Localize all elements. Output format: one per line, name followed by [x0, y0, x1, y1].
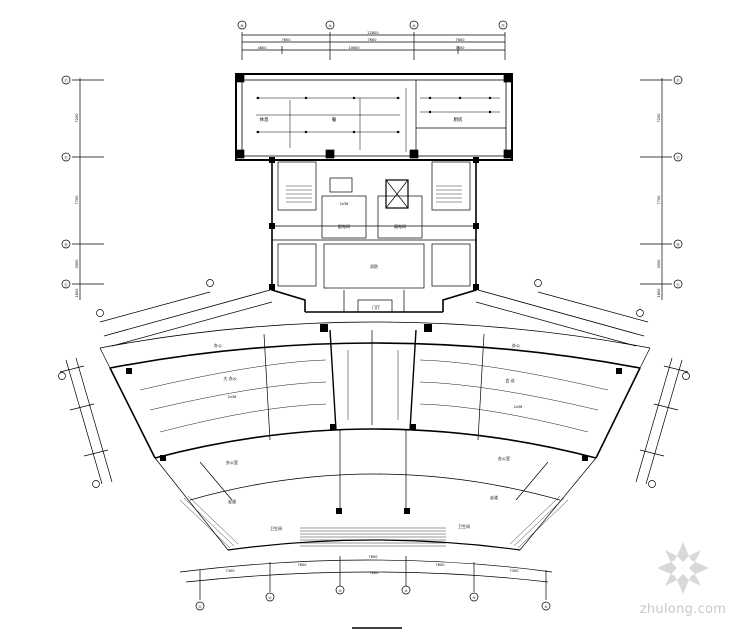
bottom-grid-label-1: ①: [198, 605, 201, 609]
room-label-power: 配电间: [338, 223, 350, 229]
left-axis-dim-2: 7700: [75, 196, 79, 205]
bottom-grid-label-3: ③: [338, 589, 341, 593]
bottom-dimension-lines: [179, 556, 553, 629]
upper-wing-arms: [103, 289, 645, 347]
fixture-tag-3: 2x36: [340, 202, 349, 206]
top-grid-label-2: ⑨: [328, 24, 331, 28]
top-dimension-lines: [241, 32, 506, 60]
bottom-dim-4: 7600: [370, 571, 379, 575]
room-label-left-lower: 办公室: [226, 459, 238, 465]
upper-block-wiring: [256, 88, 500, 152]
room-label-office-left-top: 办公: [214, 342, 222, 348]
left-wing-dimensions: [58, 357, 113, 488]
left-axis-dim-4: 1800: [75, 289, 79, 298]
upper-arm-dimensions: [96, 279, 649, 323]
right-axis-label-e: Ⓔ: [676, 155, 680, 160]
fixture-tag-1: 2x36: [228, 395, 237, 399]
top-dim-2b: 10800: [348, 46, 359, 50]
bottom-grid-label-4: ④: [404, 589, 407, 593]
room-label-lobby: 门厅: [372, 304, 380, 310]
upper-block-fixtures: [256, 96, 492, 134]
room-label-rest: 休息: [260, 116, 269, 123]
room-label-right-bottom: 卫生间: [458, 523, 470, 529]
top-dim-2c: 7800: [456, 46, 465, 50]
right-wing-dimensions: [635, 357, 690, 488]
wing-columns: [126, 368, 622, 514]
watermark-logo-icon: [657, 542, 709, 594]
bottom-dim-5: 7600: [436, 563, 445, 567]
core-columns: [269, 157, 479, 332]
side-ramps: [179, 495, 569, 549]
left-axis-label-c: Ⓒ: [64, 282, 68, 287]
top-dim-1b: 7600: [368, 38, 377, 42]
right-axis-label-d: Ⓓ: [676, 242, 680, 247]
right-axis-dim-1: 7200: [657, 114, 661, 123]
top-grid-label-1: ⑧: [240, 24, 244, 28]
bottom-dim-3: 7600: [369, 555, 378, 559]
room-label-left-bottom: 卫生间: [270, 525, 282, 531]
left-axis-label-d: Ⓓ: [64, 242, 68, 247]
right-axis-label-c: Ⓒ: [676, 282, 680, 287]
room-label-right-lower: 办公室: [498, 455, 510, 461]
room-label-right-corridor: 走道: [490, 494, 498, 500]
top-grid-label-4: ⑪: [501, 23, 505, 28]
top-dim-1a: 7600: [282, 38, 291, 42]
stairs-right: [436, 185, 462, 203]
upper-block-walls: [235, 73, 513, 161]
bottom-dim-2: 7600: [298, 563, 307, 567]
bottom-dim-6: 7300: [510, 569, 519, 573]
central-core-walls: [271, 160, 477, 313]
left-axis: [61, 75, 104, 300]
left-axis-dim-1: 7200: [75, 114, 79, 123]
left-axis-label-f: Ⓕ: [64, 78, 68, 83]
right-axis: [640, 75, 683, 300]
bottom-dim-1: 7300: [226, 569, 235, 573]
bottom-grid-label-2: ②: [268, 596, 271, 600]
top-grid-bubbles: [237, 20, 508, 30]
right-axis-dim-2: 7700: [657, 196, 661, 205]
room-label-dining: 餐: [332, 116, 337, 123]
stairs-left: [286, 185, 312, 203]
left-axis-dim-3: 3000: [75, 260, 79, 269]
bottom-grid-label-5: ⑤: [472, 596, 475, 600]
bottom-grid-label-6: ⑥: [544, 605, 548, 609]
right-axis-dim-3: 3000: [657, 260, 661, 269]
room-label-left-wing: 大 办公: [223, 375, 236, 381]
room-label-right-wing: 会 议: [505, 377, 514, 383]
wing-wiring: [139, 350, 609, 433]
room-label-office-right-top: 办公: [512, 342, 520, 348]
right-axis-dim-4: 1800: [657, 289, 661, 298]
watermark: zhulong.com: [628, 538, 738, 617]
top-dim-total: 22800: [367, 31, 378, 35]
room-label-weak: 弱电间: [394, 223, 406, 229]
room-label-fire: 消防: [370, 263, 378, 269]
right-axis-label-f: Ⓕ: [676, 78, 680, 83]
watermark-text: zhulong.com: [639, 602, 727, 617]
left-axis-label-e: Ⓔ: [64, 155, 68, 160]
room-label-kitchen: 厨房: [454, 116, 463, 123]
top-dim-2a: 4800: [258, 46, 267, 50]
lower-wings-walls: [99, 321, 651, 551]
room-label-left-corridor: 走道: [228, 498, 236, 504]
top-dim-1c: 7600: [456, 38, 465, 42]
entrance-steps: [300, 527, 446, 547]
top-grid-label-3: ⑩: [412, 24, 415, 28]
fixture-tag-2: 2x36: [514, 405, 523, 409]
